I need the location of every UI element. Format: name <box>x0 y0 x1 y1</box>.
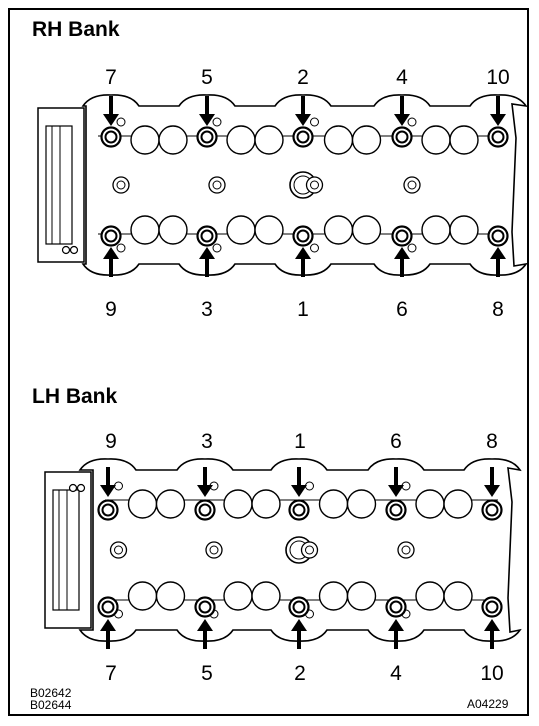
rh-upper-head-bolt <box>487 126 509 148</box>
lh-lower-head-bolt <box>194 596 216 618</box>
lh-upper-head-bolt <box>288 499 310 521</box>
lh-lower-arrow-icon <box>484 619 500 649</box>
rh-top-bolt-number: 5 <box>201 66 213 89</box>
lh-top-bolt-number: 6 <box>390 430 402 453</box>
lh-lower-head-bolt <box>385 596 407 618</box>
rh-lower-head-bolt <box>292 225 314 247</box>
rh-upper-arrow-icon <box>103 96 119 126</box>
rh-lower-head-bolt <box>196 225 218 247</box>
lh-bottom-bolt-number: 7 <box>105 662 117 685</box>
lh-top-bolt-number: 9 <box>105 430 117 453</box>
lh-upper-arrow-icon <box>484 467 500 497</box>
rh-lower-head-bolt <box>391 225 413 247</box>
lh-top-bolt-number: 3 <box>201 430 213 453</box>
lh-end-plate <box>44 471 92 629</box>
rh-top-bolt-number: 2 <box>297 66 309 89</box>
lh-top-bolt-number: 8 <box>486 430 498 453</box>
lh-upper-arrow-icon <box>291 467 307 497</box>
lh-bottom-bolt-number: 4 <box>390 662 402 685</box>
lh-upper-arrow-icon <box>197 467 213 497</box>
rh-top-bolt-number: 4 <box>396 66 408 89</box>
lh-upper-head-bolt <box>194 499 216 521</box>
rh-upper-head-bolt <box>100 126 122 148</box>
lh-bottom-bolt-number: 10 <box>480 662 504 685</box>
lh-lower-head-bolt <box>97 596 119 618</box>
lh-lower-arrow-icon <box>100 619 116 649</box>
rh-lower-head-bolt <box>100 225 122 247</box>
rh-upper-arrow-icon <box>490 96 506 126</box>
rh-lower-arrow-icon <box>394 247 410 277</box>
rh-bottom-bolt-number: 3 <box>201 298 213 321</box>
rh-bottom-bolt-number: 9 <box>105 298 117 321</box>
lh-lower-arrow-icon <box>291 619 307 649</box>
rh-top-bolt-number: 10 <box>486 66 510 89</box>
rh-upper-arrow-icon <box>295 96 311 126</box>
figure-code-2: B02644 <box>30 698 72 712</box>
lh-upper-head-bolt <box>481 499 503 521</box>
rh-lower-arrow-icon <box>199 247 215 277</box>
lh-cylinder-bosses <box>205 481 281 619</box>
rh-upper-arrow-icon <box>394 96 410 126</box>
rh-bottom-bolt-number: 6 <box>396 298 408 321</box>
lh-upper-arrow-icon <box>100 467 116 497</box>
rh-bank-title: RH Bank <box>32 18 120 41</box>
lh-cylinder-bosses <box>109 481 186 619</box>
rh-lower-head-bolt <box>487 225 509 247</box>
rh-bottom-bolt-number: 1 <box>297 298 309 321</box>
lh-upper-arrow-icon <box>388 467 404 497</box>
rh-top-bolt-number: 7 <box>105 66 117 89</box>
rh-lower-arrow-icon <box>490 247 506 277</box>
rh-upper-head-bolt <box>196 126 218 148</box>
lh-lower-arrow-icon <box>388 619 404 649</box>
lh-upper-head-bolt <box>97 499 119 521</box>
lh-top-bolt-number: 1 <box>294 430 306 453</box>
rh-bottom-bolt-number: 8 <box>492 298 504 321</box>
lh-bank-title: LH Bank <box>32 385 118 408</box>
diagram-frame <box>8 8 529 716</box>
rh-lower-arrow-icon <box>103 247 119 277</box>
lh-cylinder-bosses <box>397 481 473 619</box>
rh-end-plate <box>37 107 85 263</box>
lh-lower-head-bolt <box>481 596 503 618</box>
rh-cylinder-bosses <box>305 117 382 253</box>
lh-bottom-bolt-number: 5 <box>201 662 213 685</box>
figure-code-1: B02642 <box>30 686 72 700</box>
lh-lower-head-bolt <box>288 596 310 618</box>
rh-lower-arrow-icon <box>295 247 311 277</box>
rh-upper-head-bolt <box>391 126 413 148</box>
figure-code-right: A04229 <box>467 697 509 711</box>
rh-upper-head-bolt <box>292 126 314 148</box>
rh-cylinder-bosses <box>403 117 479 253</box>
rh-upper-arrow-icon <box>199 96 215 126</box>
lh-upper-head-bolt <box>385 499 407 521</box>
rh-cylinder-bosses <box>208 117 284 253</box>
lh-lower-arrow-icon <box>197 619 213 649</box>
rh-cylinder-bosses <box>112 117 188 253</box>
lh-bottom-bolt-number: 2 <box>294 662 306 685</box>
